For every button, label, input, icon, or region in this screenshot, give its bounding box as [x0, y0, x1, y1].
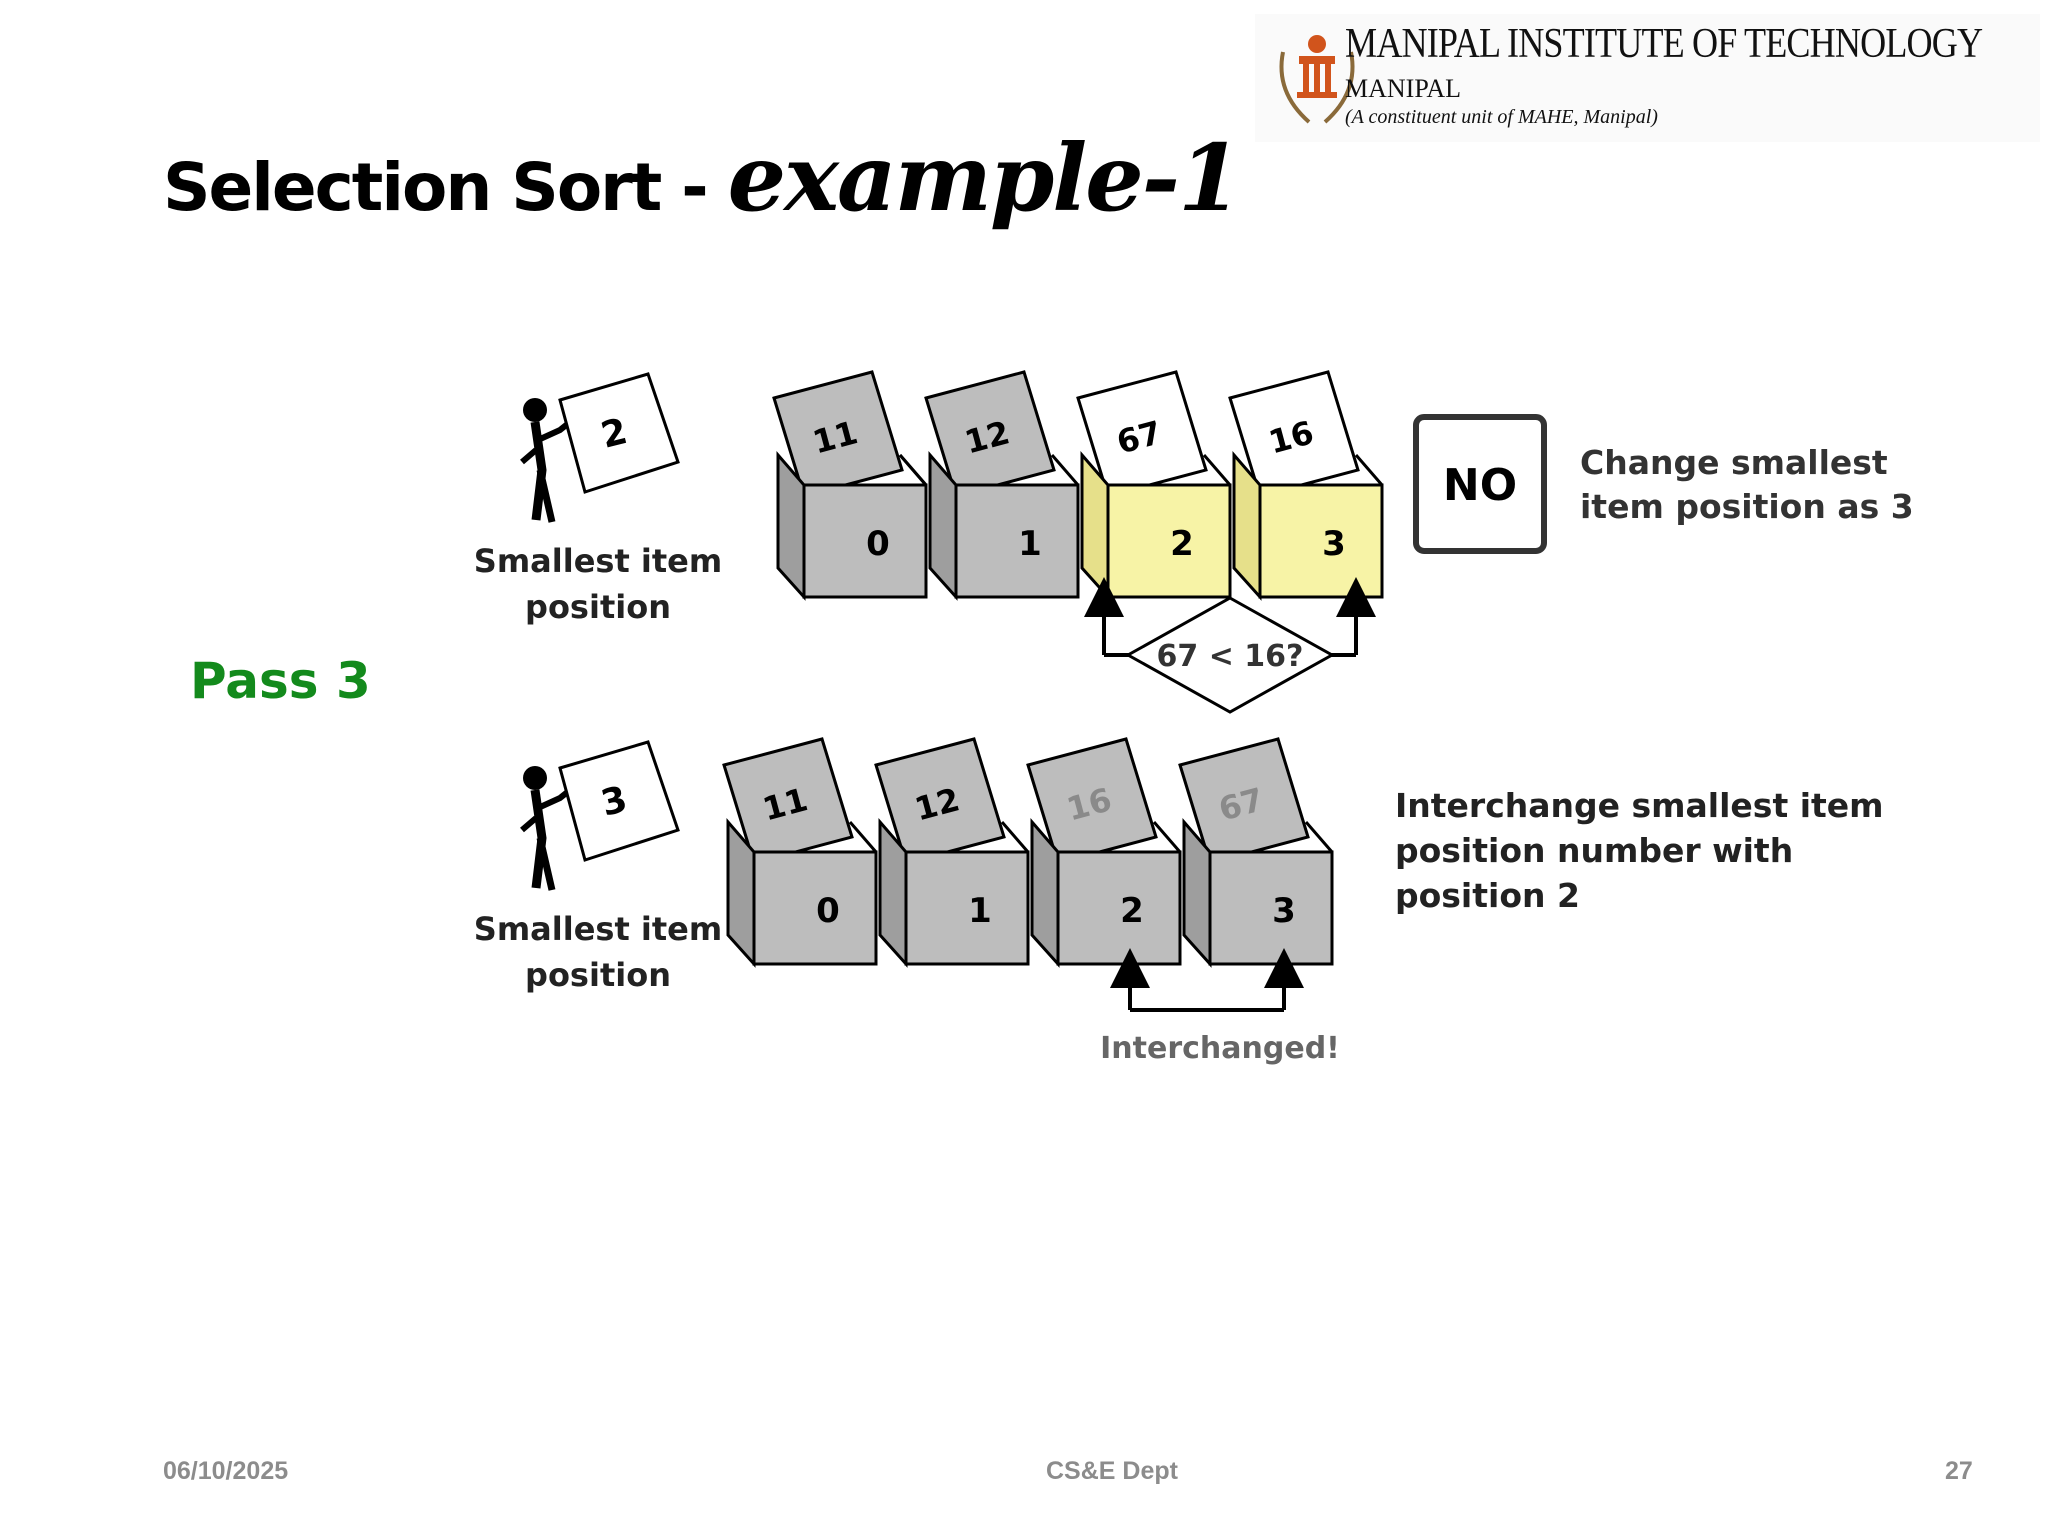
- top-pointer-caption-line1: Smallest item: [474, 542, 722, 580]
- bottom-index-label: 3: [1272, 891, 1296, 931]
- bottom-pointer-caption-line2: position: [525, 956, 671, 994]
- swap-label: Interchanged!: [1100, 1031, 1340, 1066]
- top-index-label: 3: [1322, 524, 1346, 564]
- bottom-note-line2: position number with: [1395, 831, 1793, 870]
- comparison-connector: 67 < 16?: [1104, 597, 1356, 712]
- bottom-box-3: 67 3: [1180, 739, 1332, 964]
- result-text: NO: [1443, 460, 1517, 511]
- top-index-label: 0: [866, 524, 890, 564]
- bottom-index-label: 0: [816, 891, 840, 931]
- top-pointer-caption-line2: position: [525, 588, 671, 626]
- comparison-text: 67 < 16?: [1157, 639, 1304, 674]
- result-no-box: NO: [1416, 417, 1544, 551]
- top-index-label: 1: [1018, 524, 1042, 564]
- footer-page-number: 27: [1945, 1457, 1973, 1486]
- footer-dept: CS&E Dept: [1046, 1457, 1178, 1486]
- top-pointer-figure: 2: [522, 374, 678, 522]
- swap-connector: [1130, 968, 1284, 1010]
- bottom-pointer-figure: 3: [522, 742, 678, 890]
- bottom-index-label: 1: [968, 891, 992, 931]
- footer-date: 06/10/2025: [163, 1457, 288, 1486]
- top-box-2: 67 2: [1078, 372, 1230, 597]
- bottom-box-1: 12 1: [876, 739, 1028, 964]
- top-note-line1: Change smallest: [1580, 443, 1888, 482]
- bottom-pointer-caption-line1: Smallest item: [474, 910, 722, 948]
- bottom-note-line3: position 2: [1395, 876, 1580, 915]
- top-box-0: 11 0: [774, 372, 926, 597]
- top-box-3: 16 3: [1230, 372, 1382, 597]
- bottom-index-label: 2: [1120, 891, 1144, 931]
- top-index-label: 2: [1170, 524, 1194, 564]
- top-note-line2: item position as 3: [1580, 487, 1914, 526]
- bottom-box-0: 11 0: [724, 739, 876, 964]
- bottom-box-2: 16 2: [1028, 739, 1180, 964]
- top-box-1: 12 1: [926, 372, 1078, 597]
- bottom-note-line1: Interchange smallest item: [1395, 786, 1884, 825]
